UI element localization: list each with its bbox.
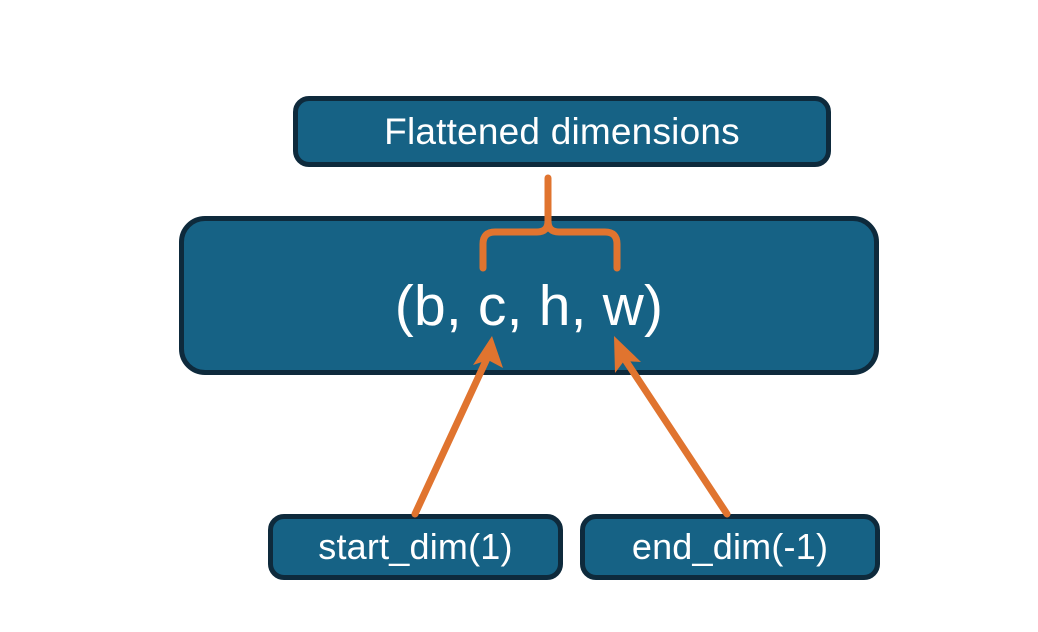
- node-flattened-dimensions-label: Flattened dimensions: [384, 110, 740, 152]
- node-start-dim[interactable]: start_dim(1): [268, 514, 563, 580]
- node-tensor-shape[interactable]: (b, c, h, w): [179, 216, 879, 375]
- arrow-end-dim-shaft: [616, 348, 731, 518]
- node-start-dim-label: start_dim(1): [318, 526, 513, 567]
- node-end-dim-label: end_dim(-1): [631, 526, 829, 567]
- arrow-start-dim-shaft: [411, 348, 494, 518]
- node-flattened-dimensions[interactable]: Flattened dimensions: [293, 96, 831, 167]
- node-tensor-shape-label: (b, c, h, w): [394, 273, 664, 338]
- node-end-dim[interactable]: end_dim(-1): [580, 514, 880, 580]
